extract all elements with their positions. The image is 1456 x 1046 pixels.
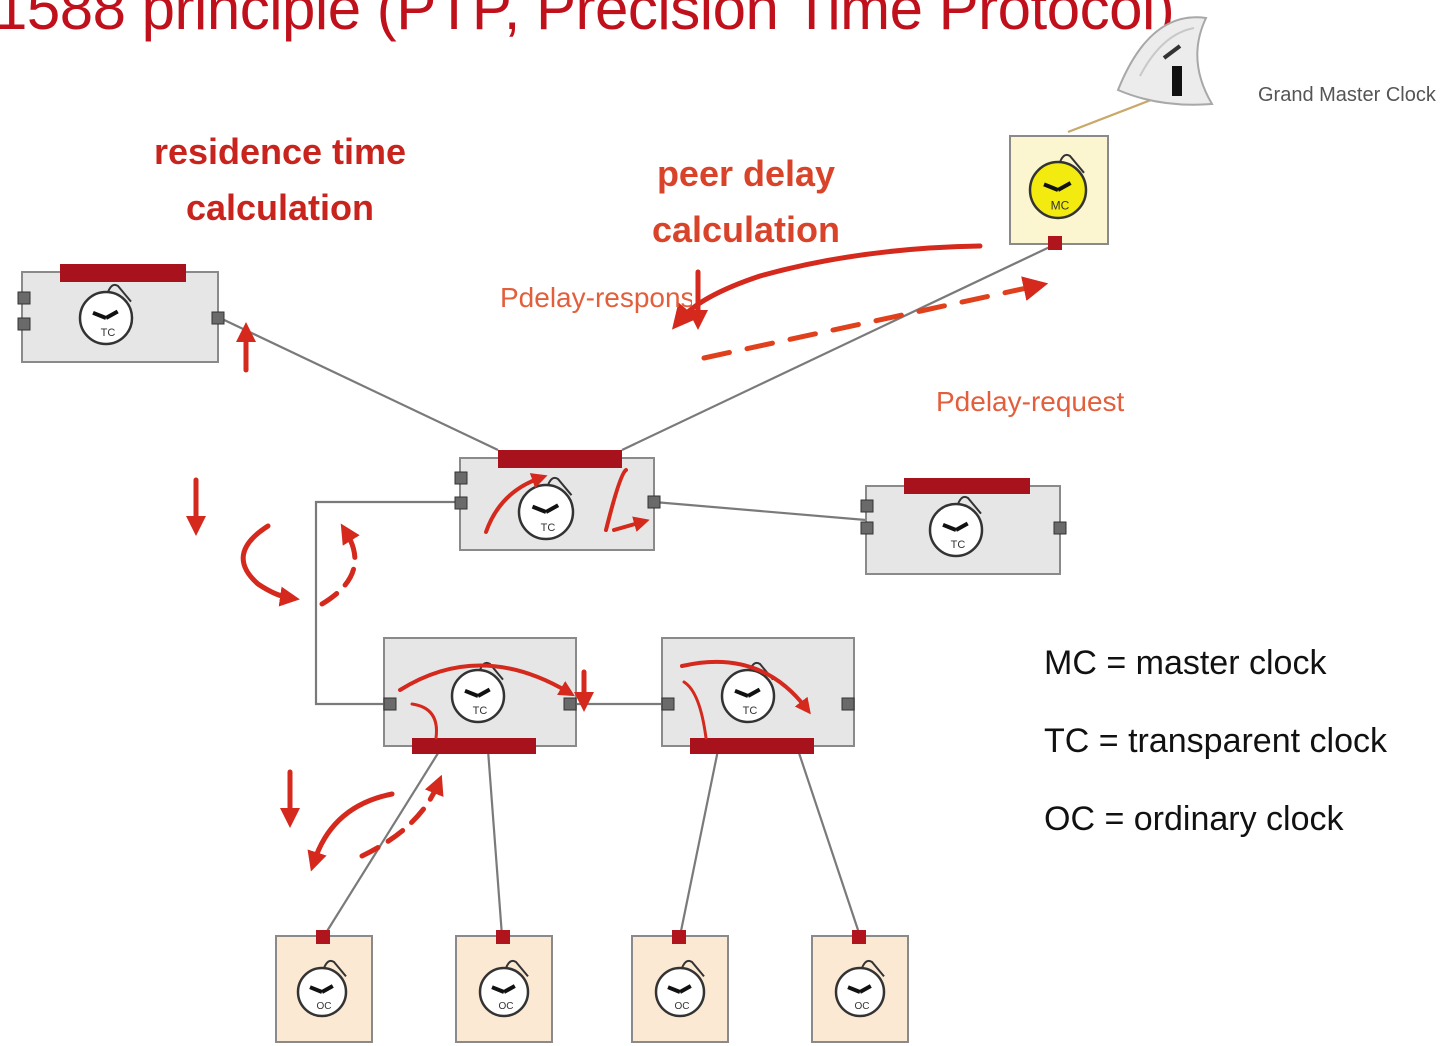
arrow-curve-bottom xyxy=(307,791,395,872)
pdelay-request-label: Pdelay-request xyxy=(936,386,1125,417)
oc4-clock-face-icon: OC xyxy=(834,959,886,1018)
link-mc-tc-center xyxy=(621,243,1057,451)
clock-tag-ordinary: OC xyxy=(499,1001,514,1012)
legend-tc: TC = transparent clock xyxy=(1044,722,1387,760)
tc-right-clock-face-icon: TC xyxy=(928,495,984,558)
clock-faces: MC TC TC TC TC TC OC OC OC OC xyxy=(78,153,1088,1018)
tc-box-right xyxy=(860,478,1067,575)
link-tc-br-oc3 xyxy=(678,749,720,937)
clock-tag-ordinary: OC xyxy=(675,1001,690,1012)
clock-tag-transparent: TC xyxy=(743,705,758,717)
arrow-tc-bl-inner xyxy=(410,702,438,740)
grand-master-label: Grand Master Clock xyxy=(1258,84,1436,106)
clock-tag-master: MC xyxy=(1051,199,1070,213)
arrow-tc-bl-curve xyxy=(398,663,575,697)
clock-tag-transparent: TC xyxy=(951,539,966,551)
pdelay-request-arrow xyxy=(701,276,1049,361)
tc-bottom-left-clock-face-icon: TC xyxy=(450,661,506,724)
oc3-clock-face-icon: OC xyxy=(654,959,706,1018)
mc-port xyxy=(1048,236,1062,250)
satellite-dish-icon xyxy=(1116,16,1214,106)
tc-bottom-right-clock-face-icon: TC xyxy=(720,661,776,724)
peer-delay-label: peer delay calculation xyxy=(646,146,846,258)
clock-tag-ordinary: OC xyxy=(855,1001,870,1012)
residence-time-label: residence time calculation xyxy=(150,124,410,236)
arrow-tc-br-inner xyxy=(682,680,708,740)
arrow-tc-center-in xyxy=(484,473,548,534)
clock-tag-transparent: TC xyxy=(473,705,488,717)
arrow-tc-center-out xyxy=(604,468,628,532)
arrow-tc-center-out-b xyxy=(612,516,650,532)
link-tc-bl-oc2 xyxy=(486,749,504,937)
pdelay-response-clip: Pdelay-response xyxy=(500,282,692,322)
pdelay-response-label: Pdelay-response xyxy=(500,282,692,313)
oc2-clock-face-icon: OC xyxy=(478,959,530,1018)
legend-mc: MC = master clock xyxy=(1044,644,1327,682)
page-title: 1588 principle (PTP, Precision Time Prot… xyxy=(0,0,1175,42)
clock-tag-transparent: TC xyxy=(101,327,116,339)
link-tc-center-tc-right xyxy=(653,500,867,522)
message-arrows xyxy=(186,243,1049,872)
link-tc-bl-oc1 xyxy=(323,749,441,937)
link-tc-left-tc-center xyxy=(219,317,499,451)
arrow-curve-dashed-bottom xyxy=(359,774,444,859)
arrow-curve-dashed-left xyxy=(319,523,360,607)
peer-delay-line1: peer delay xyxy=(656,153,836,194)
clock-tag-transparent: TC xyxy=(541,522,556,534)
peer-delay-line2: calculation xyxy=(651,209,841,250)
residence-time-line1: residence time xyxy=(153,131,407,172)
link-tc-center-tc-bottom-left xyxy=(314,500,462,706)
oc1-clock-face-icon: OC xyxy=(296,959,348,1018)
master-clock xyxy=(1009,135,1109,250)
tc-left-clock-face-icon: TC xyxy=(78,283,134,346)
legend-oc: OC = ordinary clock xyxy=(1044,800,1344,838)
clock-tag-ordinary: OC xyxy=(317,1001,332,1012)
residence-time-line2: calculation xyxy=(185,187,375,228)
mc-clock-face-icon: MC xyxy=(1028,153,1088,220)
arrow-curve-left xyxy=(240,523,300,607)
arrow-tc-br-curve xyxy=(680,659,811,715)
link-tc-br-oc4 xyxy=(796,749,862,937)
network-links xyxy=(219,86,1183,937)
pdelay-response-arrow xyxy=(671,243,983,330)
